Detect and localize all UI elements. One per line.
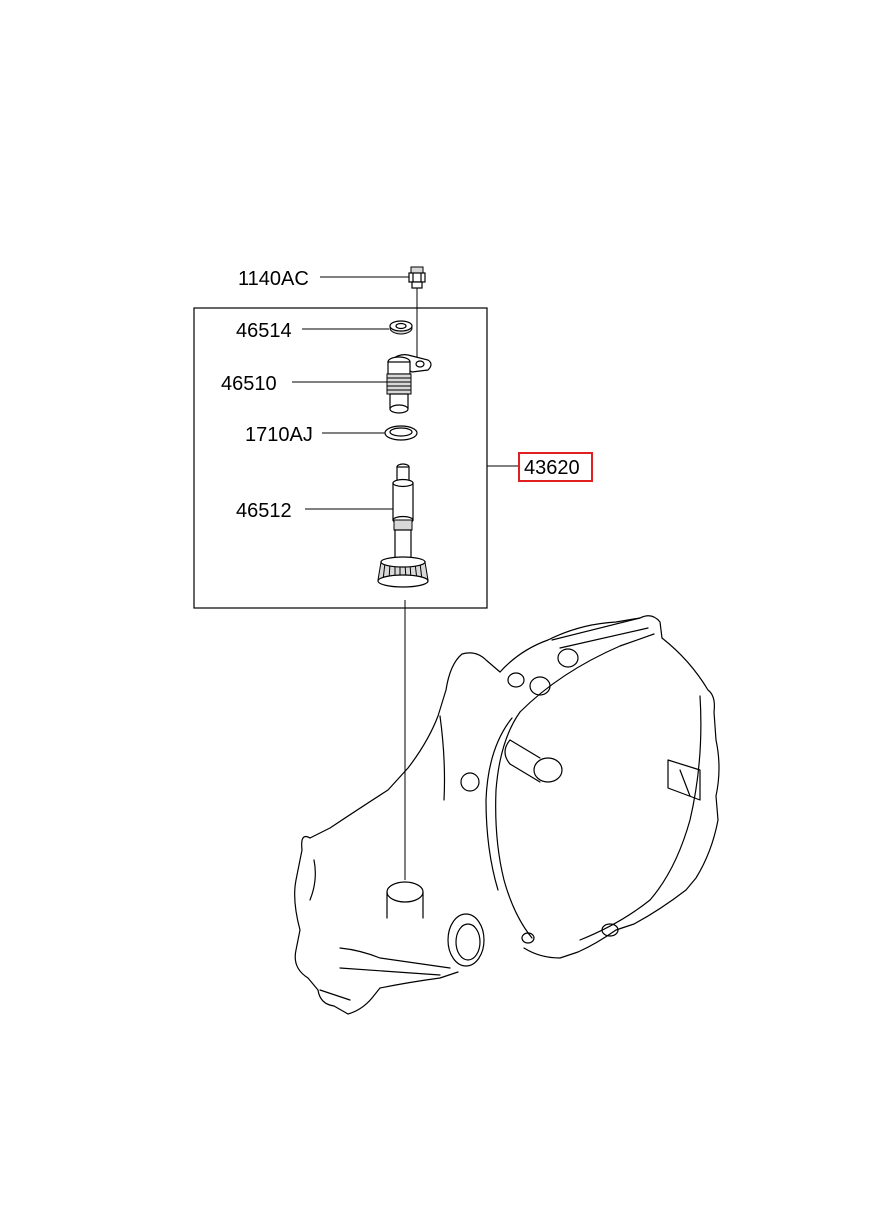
driven-gear-shaft-part[interactable] xyxy=(377,463,429,588)
assembly-group-box xyxy=(193,307,488,609)
bolt-part[interactable] xyxy=(408,266,426,289)
transmission-housing xyxy=(294,615,720,1015)
assembly-label-43620[interactable]: 43620 xyxy=(524,457,580,479)
assembly-label-highlight xyxy=(518,452,593,482)
part-label-46510[interactable]: 46510 xyxy=(221,373,277,395)
part-label-1140AC[interactable]: 1140AC xyxy=(238,268,309,290)
part-label-1710AJ[interactable]: 1710AJ xyxy=(245,424,313,446)
oil-seal-part[interactable] xyxy=(389,320,413,335)
part-label-46514[interactable]: 46514 xyxy=(236,320,292,342)
part-label-46512[interactable]: 46512 xyxy=(236,500,292,522)
o-ring-part[interactable] xyxy=(384,425,418,441)
driven-gear-sleeve-part[interactable] xyxy=(386,354,432,414)
